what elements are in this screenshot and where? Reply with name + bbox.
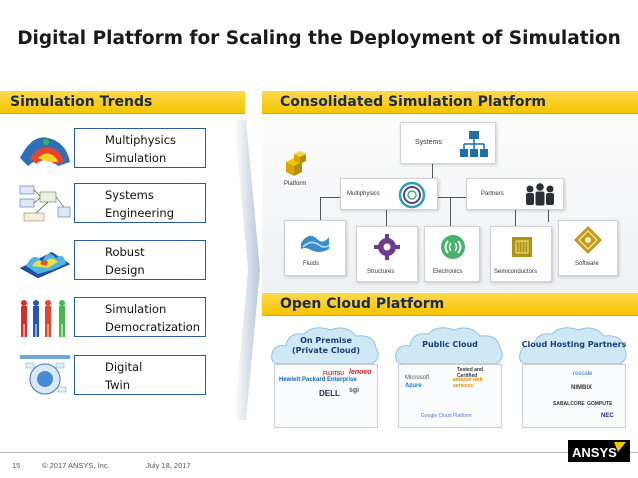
trend-label-box: Simulation Democratization: [74, 297, 206, 337]
multiphysics-thumbnail: [18, 128, 72, 170]
trend-line-1: Robust: [105, 245, 145, 259]
structures-node: Structures: [356, 226, 418, 282]
trend-line-2: Design: [105, 263, 145, 277]
trend-item-multiphysics: Multiphysics Simulation: [18, 128, 206, 170]
structures-gear-icon: [374, 234, 400, 260]
partners-node: Partners: [466, 178, 564, 210]
trend-label-box: Multiphysics Simulation: [74, 128, 206, 168]
simulation-trends-header: Simulation Trends: [0, 91, 245, 114]
digital-twin-thumbnail: [18, 355, 72, 397]
fluids-wave-icon: [301, 235, 330, 252]
trend-label-box: Systems Engineering: [74, 183, 206, 223]
nimbix-logo: NIMBIX: [571, 385, 592, 391]
semiconductors-node: Semiconductors: [490, 226, 552, 282]
trend-item-robust-design: Robust Design: [18, 240, 206, 282]
structures-label: Structures: [367, 269, 395, 275]
slide-title: Digital Platform for Scaling the Deploym…: [17, 28, 621, 49]
cloud-shape-icon: [271, 327, 379, 365]
hosting-partners-logos: rescale NIMBIX SABALCORE GOMPUTE NEC: [522, 364, 626, 428]
trend-line-2: Twin: [105, 378, 131, 392]
trend-line-1: Simulation: [105, 302, 167, 316]
trend-line-2: Engineering: [105, 206, 174, 220]
platform-cubes-icon: [286, 151, 306, 176]
systems-node: Systems: [400, 122, 496, 164]
fluids-node: Fluids: [284, 220, 346, 276]
nec-logo: NEC: [601, 413, 614, 419]
tested-certified-label: Tested and Certified: [457, 367, 484, 379]
sabalcore-logo: SABALCORE: [553, 401, 585, 407]
azure-logo: Azure: [405, 383, 422, 389]
systems-diagram-thumbnail: [18, 183, 72, 225]
google-cloud-logo: Google Cloud Platform: [421, 413, 472, 419]
footer-divider: [0, 452, 638, 453]
hosting-partners-title: Cloud Hosting Partners: [521, 340, 627, 349]
fluids-label: Fluids: [303, 261, 320, 267]
robust-design-surface-thumbnail: [18, 240, 72, 282]
hpe-logo: Hewlett Packard Enterprise: [279, 377, 357, 383]
people-simulation-thumbnail: [18, 297, 72, 339]
gompute-logo: GOMPUTE: [587, 401, 613, 407]
cloud-diagram: On Premise (Private Cloud) Hewlett Packa…: [262, 316, 638, 431]
trend-line-1: Systems: [105, 188, 154, 202]
trend-item-systems-engineering: Systems Engineering: [18, 183, 206, 225]
ansys-logo: ANSYS: [568, 440, 630, 462]
hosting-partners-cloud: Cloud Hosting Partners rescale NIMBIX SA…: [518, 324, 630, 432]
on-premise-logos: Hewlett Packard Enterprise FUJITSU lenov…: [274, 364, 378, 428]
ansys-logo-text: ANSYS: [572, 445, 617, 460]
open-cloud-header: Open Cloud Platform: [262, 293, 638, 316]
consolidated-platform-header: Consolidated Simulation Platform: [262, 91, 638, 114]
trend-line-1: Multiphysics: [105, 133, 177, 147]
platform-diagram: Systems Platform Multiphysics Partners: [262, 114, 638, 292]
chevron-right-icon: [234, 120, 260, 420]
on-premise-subtitle: (Private Cloud): [291, 346, 361, 355]
rescale-logo: rescale: [573, 371, 593, 377]
cloud-shape-icon: [519, 327, 627, 365]
electronics-node: Electronics: [424, 226, 480, 282]
trend-line-1: Digital: [105, 360, 143, 374]
page-number: 15: [12, 461, 21, 470]
electronics-signal-icon: [441, 235, 465, 259]
aws-logo: amazon web services: [453, 377, 483, 389]
date-text: July 18, 2017: [146, 461, 191, 470]
software-diamond-icon: [574, 226, 602, 254]
software-label: Software: [575, 261, 599, 267]
fujitsu-logo: FUJITSU: [323, 371, 344, 377]
people-group-icon: [526, 183, 554, 206]
microsoft-logo: Microsoft: [405, 375, 430, 381]
trend-label-box: Digital Twin: [74, 355, 206, 395]
trend-line-2: Democratization: [105, 320, 201, 334]
hierarchy-icon: [460, 131, 488, 157]
trend-item-simulation-democratization: Simulation Democratization: [18, 297, 206, 339]
trend-line-2: Simulation: [105, 151, 167, 165]
semiconductors-label: Semiconductors: [494, 269, 538, 275]
trend-item-digital-twin: Digital Twin: [18, 355, 206, 397]
partners-label: Partners: [481, 191, 504, 197]
multiphysics-node: Multiphysics: [340, 178, 438, 210]
on-premise-cloud: On Premise (Private Cloud) Hewlett Packa…: [270, 324, 382, 432]
copyright-text: © 2017 ANSYS, Inc.: [42, 461, 110, 470]
dell-logo: DELL: [319, 389, 340, 398]
systems-label: Systems: [415, 139, 442, 146]
platform-label: Platform: [284, 181, 307, 187]
semiconductor-chip-icon: [512, 237, 532, 257]
multiphysics-rings-icon: [398, 181, 426, 209]
public-cloud-logos: Tested and Certified amazon web services…: [398, 364, 502, 428]
multiphysics-label: Multiphysics: [347, 191, 380, 197]
lenovo-logo: lenovo: [349, 369, 372, 376]
on-premise-title: On Premise: [300, 336, 352, 345]
public-cloud-title: Public Cloud: [422, 340, 478, 349]
cloud-shape-icon: [395, 327, 503, 365]
sgi-logo: sgi: [349, 387, 360, 394]
trend-label-box: Robust Design: [74, 240, 206, 280]
electronics-label: Electronics: [433, 269, 463, 275]
public-cloud: Public Cloud Tested and Certified amazon…: [394, 324, 506, 432]
software-node: Software: [558, 220, 618, 276]
